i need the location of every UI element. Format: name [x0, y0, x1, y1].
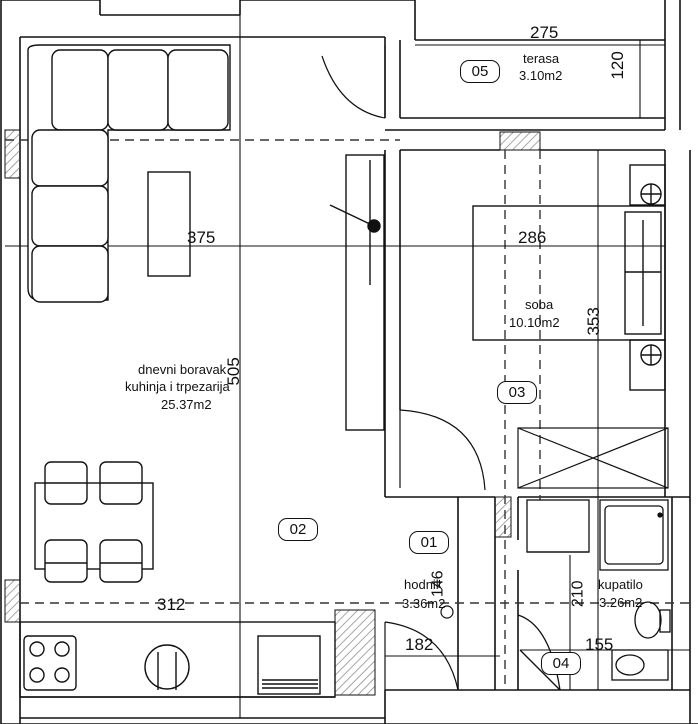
dim-terrace-width: 275 [530, 23, 559, 42]
room-01-badge: 01 [409, 531, 449, 554]
room-01-name: hodnik [404, 577, 443, 592]
room-04-name: kupatilo [598, 577, 643, 592]
coffee-table [147, 171, 191, 277]
dim-bath-width: 155 [585, 635, 614, 654]
room-03-area: 10.10m2 [509, 315, 560, 330]
dim-kitchen-width: 312 [157, 595, 186, 614]
dim-bedroom-width: 286 [518, 228, 547, 247]
tv-unit [329, 154, 385, 431]
terrace-door [321, 45, 386, 119]
dim-living-width: 375 [187, 228, 216, 247]
room-03-badge: 03 [497, 381, 537, 404]
room-02-name-line2: kuhinja i trpezarija [125, 379, 230, 394]
room-04-area: 3.26m2 [599, 595, 643, 610]
room-04-badge: 04 [541, 652, 581, 675]
kitchen-counter [19, 621, 336, 698]
dining-table [34, 461, 154, 583]
entrance-door [384, 621, 459, 691]
room-03-name: soba [525, 297, 554, 312]
bedroom-wardrobe [517, 427, 669, 489]
bedroom-door [399, 409, 486, 491]
dim-terrace-depth: 120 [607, 51, 627, 80]
sofa [27, 44, 231, 303]
hatched-jambs [4, 129, 541, 696]
room-05-name: terasa [523, 51, 560, 66]
bathroom-fixtures [517, 499, 671, 691]
dim-bath-depth: 210 [569, 580, 587, 608]
dim-hall-width: 182 [405, 635, 434, 654]
room-02-name-line1: dnevni boravak [138, 362, 227, 377]
bed [472, 164, 666, 391]
room-05-badge: 05 [460, 60, 500, 83]
room-02-badge: 02 [278, 518, 318, 541]
dim-bedroom-depth: 353 [583, 307, 603, 336]
entrance-marker-icon [440, 605, 454, 619]
room-05-area: 3.10m2 [519, 68, 563, 83]
room-02-area: 25.37m2 [161, 397, 212, 412]
room-01-area: 3.36m2 [402, 596, 446, 611]
